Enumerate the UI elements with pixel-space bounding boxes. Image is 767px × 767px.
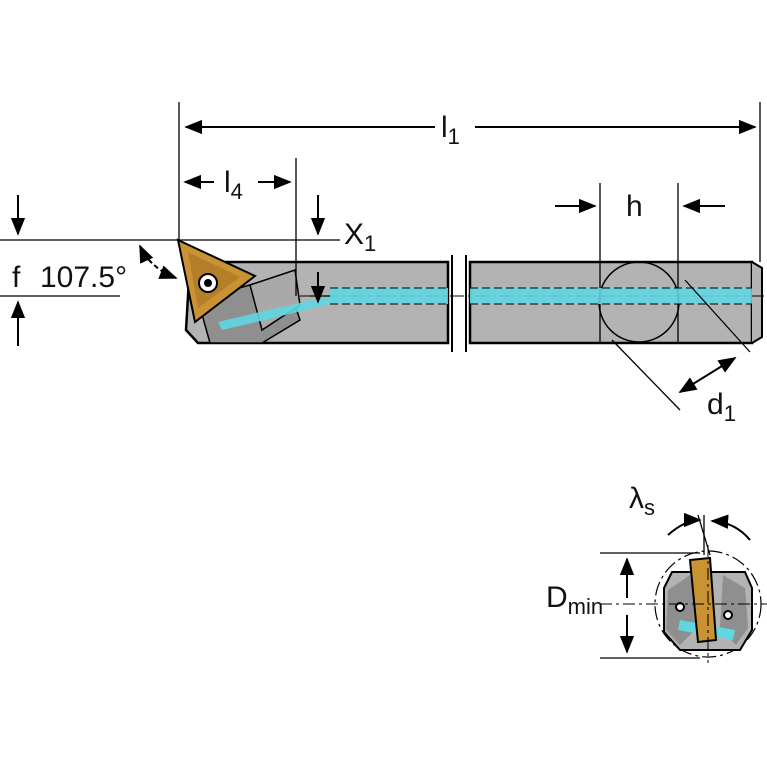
label-angle: 107.5°	[40, 261, 127, 294]
label-dmin-sub: min	[568, 594, 603, 619]
label-d1-sub: 1	[724, 401, 736, 426]
label-l4-sub: 4	[231, 179, 243, 204]
label-l1: l1	[441, 111, 460, 149]
label-x1: X1	[344, 218, 376, 256]
end-view	[600, 512, 767, 663]
end-view-insert	[688, 556, 718, 644]
tool-side-view	[176, 238, 767, 352]
label-f: f	[12, 261, 21, 294]
dimension-labels: l1 l4 h X1 f 107.5° d1 λs Dmin	[12, 111, 736, 619]
label-l1-sub: 1	[448, 124, 460, 149]
label-lambda-sub: s	[644, 495, 655, 520]
shank-end	[751, 261, 763, 344]
break-symbol	[451, 255, 467, 352]
label-d1: d1	[707, 388, 736, 426]
dimension-lines	[0, 102, 761, 411]
coolant-channel	[218, 287, 752, 330]
label-lambda-s: λs	[629, 482, 655, 520]
label-l4: l4	[224, 166, 243, 204]
label-x1-sub: 1	[364, 231, 376, 256]
cutting-insert	[176, 238, 257, 324]
label-dmin: Dmin	[546, 581, 603, 619]
label-h: h	[626, 190, 643, 223]
